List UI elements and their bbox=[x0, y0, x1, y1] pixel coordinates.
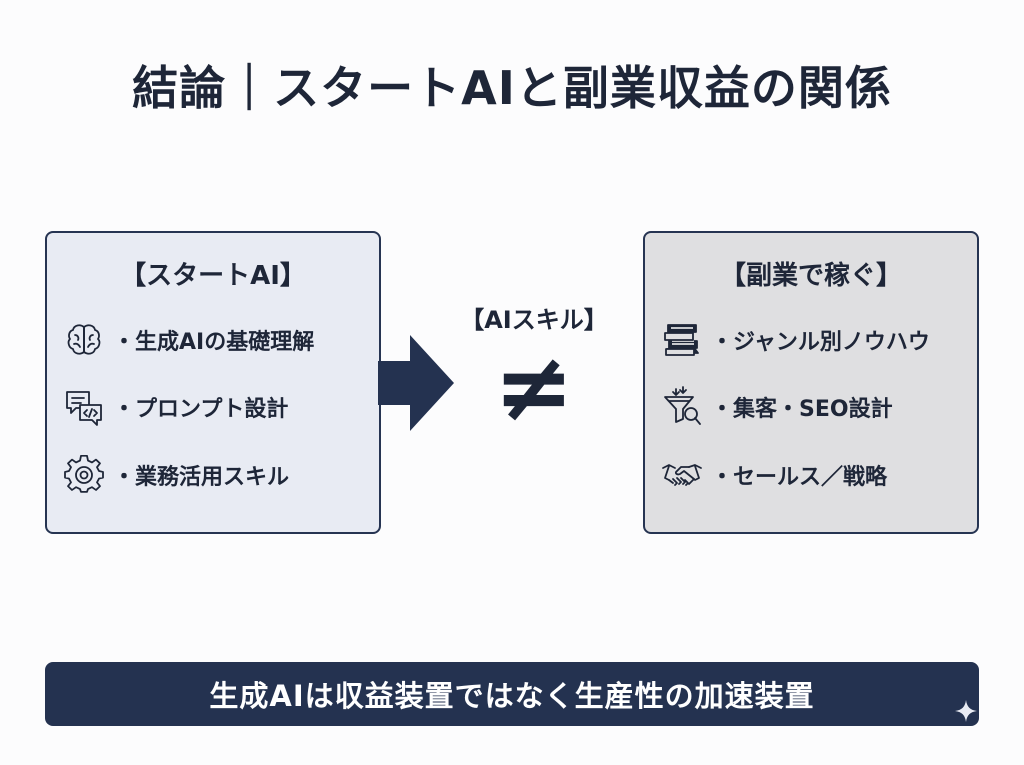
list-item: ・生成AIの基礎理解 bbox=[61, 316, 314, 364]
start-ai-heading: 【スタートAI】 bbox=[120, 261, 306, 291]
list-item: ・プロンプト設計 bbox=[61, 383, 288, 431]
item-text: ・業務活用スキル bbox=[113, 465, 290, 490]
item-text: ・セールス／戦略 bbox=[711, 465, 888, 490]
conclusion-banner: 生成AIは収益装置ではなく生産性の加速装置 bbox=[45, 662, 979, 726]
chat-code-icon bbox=[61, 384, 107, 430]
banner-text: 生成AIは収益装置ではなく生産性の加速装置 bbox=[209, 679, 815, 713]
item-text: ・生成AIの基礎理解 bbox=[113, 330, 315, 355]
list-item: ・セールス／戦略 bbox=[659, 451, 887, 499]
sparkle-icon bbox=[955, 700, 977, 722]
funnel-search-icon bbox=[659, 384, 705, 430]
list-item: ・集客・SEO設計 bbox=[659, 383, 893, 431]
item-text: ・ジャンル別ノウハウ bbox=[711, 330, 930, 355]
list-item: ・ジャンル別ノウハウ bbox=[659, 316, 930, 364]
not-equal-symbol: ≠ bbox=[493, 331, 575, 443]
side-business-box: 【副業で稼ぐ】 ・ジャンル別ノウハウ bbox=[643, 231, 979, 534]
handshake-icon bbox=[659, 452, 705, 498]
arrow-right-icon bbox=[378, 335, 454, 431]
page-title: 結論｜スタートAIと副業収益の関係 bbox=[132, 61, 892, 115]
item-text: ・集客・SEO設計 bbox=[711, 397, 893, 422]
item-text: ・プロンプト設計 bbox=[113, 397, 289, 422]
list-item: ・業務活用スキル bbox=[61, 451, 289, 499]
ai-skill-label: 【AIスキル】 bbox=[460, 306, 608, 334]
side-business-heading: 【副業で稼ぐ】 bbox=[719, 261, 902, 291]
books-icon bbox=[659, 317, 705, 363]
brain-icon bbox=[61, 317, 107, 363]
start-ai-box: 【スタートAI】 ・生成AIの基礎理解 ・プロンプト設計 bbox=[45, 231, 381, 534]
gear-icon bbox=[61, 452, 107, 498]
